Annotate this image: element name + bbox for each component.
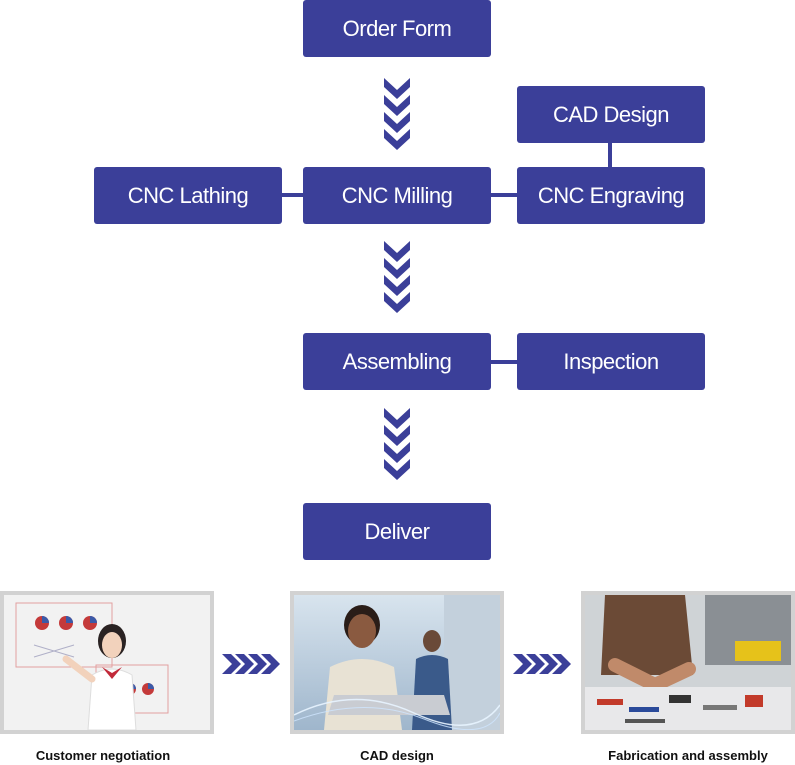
cnc-lathing-label: CNC Lathing bbox=[127, 182, 249, 208]
inspection-label: Inspection bbox=[563, 348, 659, 374]
down-chevron-icon bbox=[384, 78, 410, 150]
fabrication-photo bbox=[581, 591, 795, 734]
connector-lathing-milling bbox=[282, 193, 303, 197]
connector-assembling-inspection bbox=[491, 360, 517, 364]
order-form-box: Order Form bbox=[303, 0, 491, 57]
cnc-lathing-box: CNC Lathing bbox=[94, 167, 282, 224]
cad-design-illustration bbox=[294, 595, 500, 730]
cad-design-label: CAD Design bbox=[552, 101, 670, 127]
assembling-label: Assembling bbox=[342, 348, 452, 374]
deliver-label: Deliver bbox=[364, 518, 430, 544]
inspection-box: Inspection bbox=[517, 333, 705, 390]
fabrication-illustration bbox=[585, 595, 791, 730]
cad-design-box: CAD Design bbox=[517, 86, 705, 143]
order-form-label: Order Form bbox=[342, 15, 452, 41]
caption-cad-design: CAD design bbox=[360, 748, 434, 763]
cad-design-photo bbox=[290, 591, 504, 734]
cnc-milling-label: CNC Milling bbox=[341, 182, 453, 208]
cnc-engraving-box: CNC Engraving bbox=[517, 167, 705, 224]
assembling-box: Assembling bbox=[303, 333, 491, 390]
customer-negotiation-photo bbox=[0, 591, 214, 734]
connector-milling-engraving bbox=[491, 193, 517, 197]
cnc-milling-box: CNC Milling bbox=[303, 167, 491, 224]
right-chevron-icon bbox=[513, 654, 571, 674]
customer-negotiation-illustration bbox=[4, 595, 210, 730]
caption-customer-negotiation: Customer negotiation bbox=[35, 748, 171, 763]
down-chevron-icon bbox=[384, 408, 410, 480]
caption-fabrication: Fabrication and assembly bbox=[608, 748, 768, 763]
connector-cad-engraving bbox=[608, 143, 612, 167]
right-chevron-icon bbox=[222, 654, 280, 674]
down-chevron-icon bbox=[384, 241, 410, 313]
cnc-engraving-label: CNC Engraving bbox=[537, 182, 685, 208]
deliver-box: Deliver bbox=[303, 503, 491, 560]
